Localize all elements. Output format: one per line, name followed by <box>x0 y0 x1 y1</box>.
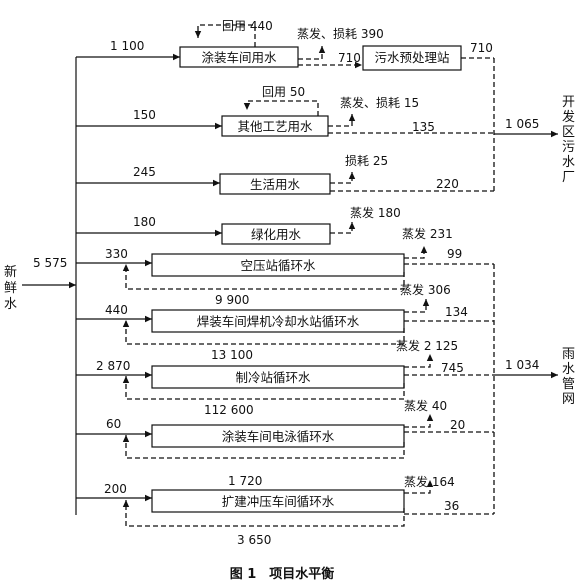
svg-text:涂装车间电泳循环水: 涂装车间电泳循环水 <box>222 429 335 444</box>
svg-text:水: 水 <box>562 155 575 170</box>
svg-text:1 100: 1 100 <box>110 39 144 53</box>
row-greening-water: 180 绿化用水 蒸发 180 <box>76 205 401 245</box>
svg-text:1 065: 1 065 <box>505 117 539 131</box>
svg-text:745: 745 <box>441 361 464 375</box>
row-stamping-circulation: 200 1 720 扩建冲压车间循环水 3 650 蒸发 164 36 <box>76 474 494 547</box>
svg-text:蒸发 306: 蒸发 306 <box>400 282 451 297</box>
box-stamping-circulation <box>151 489 405 513</box>
box-air-compressor-circulation <box>151 253 405 277</box>
svg-text:440: 440 <box>105 303 128 317</box>
box-coating-water <box>179 46 299 68</box>
svg-text:扩建冲压车间循环水: 扩建冲压车间循环水 <box>222 494 335 509</box>
svg-text:水: 水 <box>562 362 575 377</box>
svg-text:发: 发 <box>562 109 575 125</box>
svg-text:150: 150 <box>133 108 156 122</box>
row-domestic-water: 245 生活用水 损耗 25 220 <box>76 154 494 195</box>
svg-text:制冷站循环水: 制冷站循环水 <box>235 370 311 385</box>
svg-text:5 575: 5 575 <box>33 256 67 270</box>
svg-text:回用 50: 回用 50 <box>262 85 305 99</box>
svg-text:空压站循环水: 空压站循环水 <box>240 258 316 273</box>
svg-text:蒸发 164: 蒸发 164 <box>404 474 455 489</box>
svg-text:蒸发、损耗 390: 蒸发、损耗 390 <box>297 26 384 41</box>
svg-text:135: 135 <box>412 120 435 134</box>
svg-text:60: 60 <box>106 417 121 431</box>
row-refrigeration-circulation: 2 870 制冷站循环水 112 600 蒸发 2 125 745 <box>76 338 494 417</box>
box-domestic-water <box>219 173 331 195</box>
svg-text:损耗 25: 损耗 25 <box>345 154 388 168</box>
fresh-water-source: 新 鲜 水 5 575 <box>4 256 76 312</box>
svg-text:水: 水 <box>4 297 17 312</box>
svg-text:绿化用水: 绿化用水 <box>251 227 302 242</box>
svg-text:180: 180 <box>133 215 156 229</box>
svg-text:蒸发 231: 蒸发 231 <box>402 226 453 241</box>
row-air-compressor-circulation: 330 空压站循环水 9 900 蒸发 231 99 <box>76 226 494 307</box>
svg-text:蒸发 2 125: 蒸发 2 125 <box>396 338 458 353</box>
svg-text:厂: 厂 <box>562 170 575 185</box>
svg-text:回用 440: 回用 440 <box>222 19 273 33</box>
row-welding-cooling-circulation: 440 焊装车间焊机冷却水站循环水 13 100 蒸发 306 134 <box>76 282 494 362</box>
svg-text:焊装车间焊机冷却水站循环水: 焊装车间焊机冷却水站循环水 <box>197 314 360 329</box>
svg-text:112 600: 112 600 <box>204 403 254 417</box>
svg-text:蒸发 180: 蒸发 180 <box>350 205 401 220</box>
row-other-process-water: 150 其他工艺用水 回用 50 蒸发、损耗 15 135 <box>76 85 494 137</box>
svg-text:13 100: 13 100 <box>211 348 253 362</box>
box-refrigeration-circulation <box>151 365 405 389</box>
svg-text:20: 20 <box>450 418 465 432</box>
svg-text:9 900: 9 900 <box>215 293 249 307</box>
box-electrophoresis-circulation <box>151 424 405 448</box>
svg-text:134: 134 <box>445 305 468 319</box>
svg-text:涂装车间用水: 涂装车间用水 <box>201 50 277 65</box>
svg-text:蒸发 40: 蒸发 40 <box>404 398 447 413</box>
svg-text:新: 新 <box>4 264 17 280</box>
figure-caption: 图 1 项目水平衡 <box>230 566 335 582</box>
svg-text:2 870: 2 870 <box>96 359 130 373</box>
rain-outlet: 1 034 雨 水 管 网 <box>494 347 575 407</box>
svg-text:710: 710 <box>338 51 361 65</box>
svg-text:管: 管 <box>562 377 575 392</box>
svg-text:710: 710 <box>470 41 493 55</box>
svg-text:污: 污 <box>562 140 575 155</box>
svg-text:200: 200 <box>104 482 127 496</box>
svg-text:区: 区 <box>562 125 575 140</box>
svg-text:其他工艺用水: 其他工艺用水 <box>237 119 313 134</box>
sewage-outlet: 1 065 开 发 区 污 水 厂 <box>494 95 575 185</box>
row-coating-water: 1 100 涂装车间用水 回用 440 蒸发、损耗 390 710 污水预处理站… <box>76 19 494 71</box>
svg-text:污水预处理站: 污水预处理站 <box>374 50 449 65</box>
svg-text:蒸发、损耗 15: 蒸发、损耗 15 <box>340 95 419 110</box>
svg-text:1 034: 1 034 <box>505 358 539 372</box>
svg-text:1 720: 1 720 <box>228 474 262 488</box>
svg-text:生活用水: 生活用水 <box>250 177 301 192</box>
svg-text:220: 220 <box>436 177 459 191</box>
svg-text:网: 网 <box>562 392 575 407</box>
svg-text:开: 开 <box>562 95 575 110</box>
svg-text:36: 36 <box>444 499 459 513</box>
svg-text:99: 99 <box>447 247 462 261</box>
svg-text:3 650: 3 650 <box>237 533 271 547</box>
row-electrophoresis-circulation: 60 涂装车间电泳循环水 蒸发 40 20 <box>76 398 494 459</box>
box-greening-water <box>221 223 331 245</box>
svg-text:245: 245 <box>133 165 156 179</box>
svg-text:雨: 雨 <box>562 347 575 362</box>
svg-text:330: 330 <box>105 247 128 261</box>
svg-text:鲜: 鲜 <box>4 281 17 296</box>
